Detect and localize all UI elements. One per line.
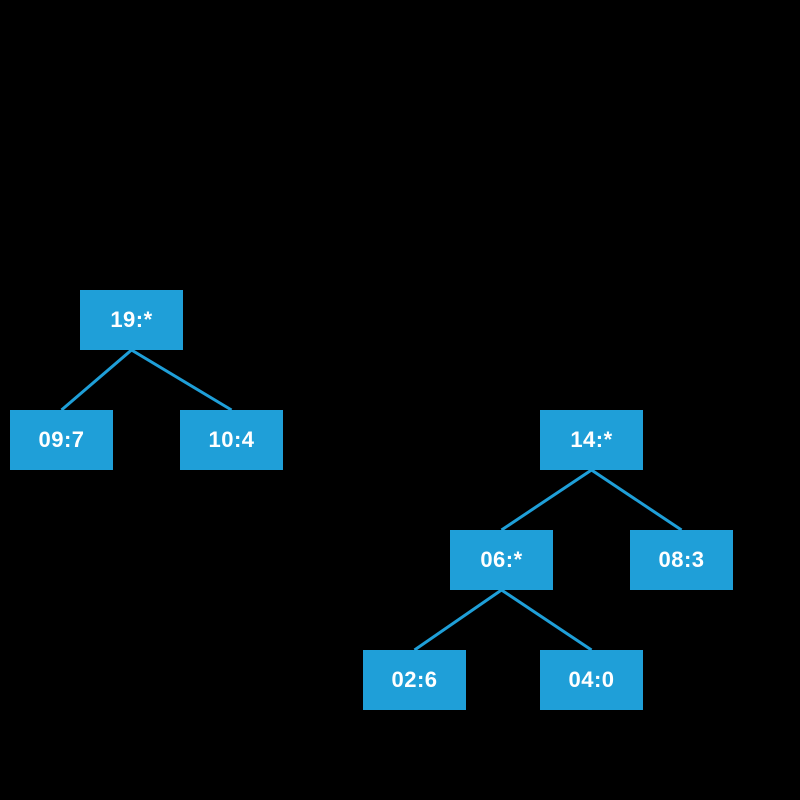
tree-node-label: 04:0 <box>568 667 615 692</box>
tree-node-label: 08:3 <box>658 547 705 572</box>
tree-node[interactable]: 19:* <box>80 290 183 350</box>
tree-node[interactable]: 08:3 <box>630 530 733 590</box>
tree-node-label: 06:* <box>480 547 523 572</box>
tree-node[interactable]: 06:* <box>450 530 553 590</box>
tree-node[interactable]: 10:4 <box>180 410 283 470</box>
tree-node-label: 10:4 <box>208 427 255 452</box>
tree-node[interactable]: 02:6 <box>363 650 466 710</box>
tree-node-label: 19:* <box>110 307 153 332</box>
tree-node[interactable]: 14:* <box>540 410 643 470</box>
tree-node-label: 02:6 <box>391 667 438 692</box>
tree-node[interactable]: 04:0 <box>540 650 643 710</box>
tree-node-label: 14:* <box>570 427 613 452</box>
tree-node-label: 09:7 <box>38 427 85 452</box>
tree-node[interactable]: 09:7 <box>10 410 113 470</box>
